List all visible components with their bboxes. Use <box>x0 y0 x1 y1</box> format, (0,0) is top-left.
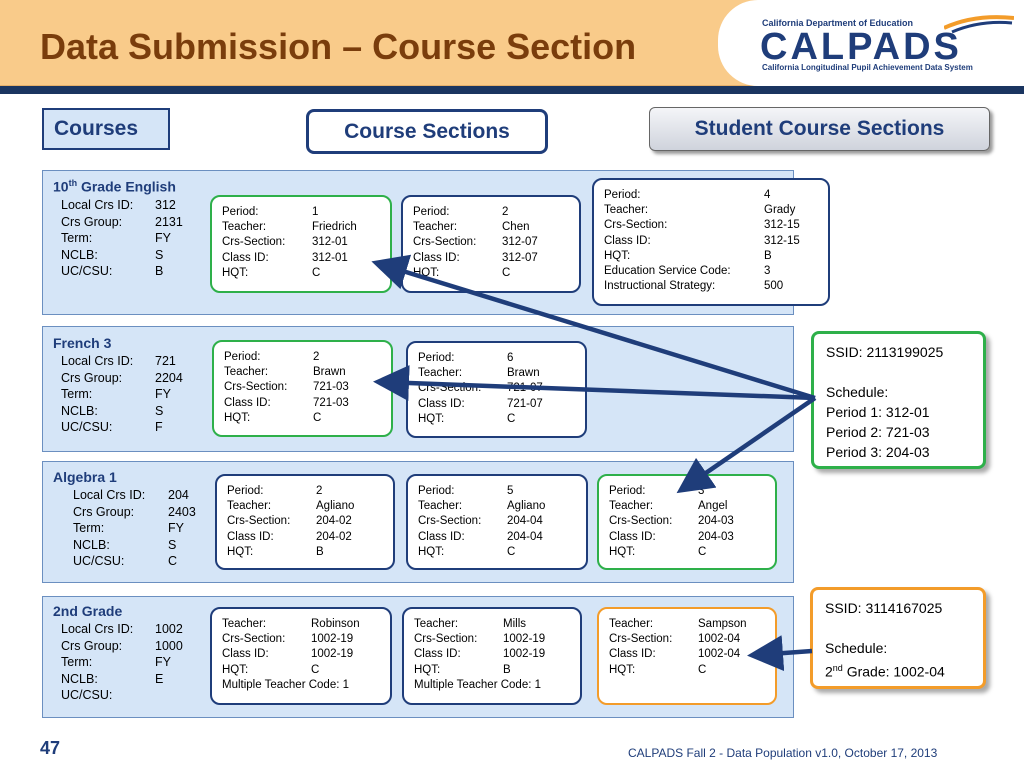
logo-dept-text: California Department of Education <box>762 18 914 28</box>
schedule-line: Period 1: 312-01 <box>826 404 930 420</box>
footer-text: CALPADS Fall 2 - Data Population v1.0, O… <box>628 746 938 760</box>
course-info: Local Crs ID:721 Crs Group:2204 Term:FY … <box>61 354 183 434</box>
course-title: French 3 <box>53 335 112 351</box>
courses-label: Courses <box>42 108 170 150</box>
section-card: Period:3 Teacher:Angel Crs-Section:204-0… <box>597 474 777 570</box>
student-course-sections-label: Student Course Sections <box>649 107 990 151</box>
calpads-logo <box>718 0 1024 86</box>
student-schedule-box: SSID: 2113199025 Schedule: Period 1: 312… <box>811 331 986 469</box>
course-info: Local Crs ID:1002 Crs Group:1000 Term:FY… <box>61 622 183 702</box>
section-card: Teacher:Robinson Crs-Section:1002-19 Cla… <box>210 607 392 705</box>
logo-subtitle: California Longitudinal Pupil Achievemen… <box>762 63 973 72</box>
header-divider <box>0 86 1024 94</box>
section-card: Period:5 Teacher:Agliano Crs-Section:204… <box>406 474 588 570</box>
schedule-line: Period 2: 721-03 <box>826 424 930 440</box>
course-title: 10th Grade English <box>53 178 176 195</box>
student-schedule-box: SSID: 3114167025 Schedule: 2nd Grade: 10… <box>810 587 986 689</box>
section-card: Period:2 Teacher:Brawn Crs-Section:721-0… <box>212 340 393 437</box>
course-info: Local Crs ID:204 Crs Group:2403 Term:FY … <box>73 488 196 568</box>
page-number: 47 <box>40 738 61 758</box>
course-info: Local Crs ID:312 Crs Group:2131 Term:FY … <box>61 198 183 278</box>
course-title: Algebra 1 <box>53 469 117 485</box>
schedule-label: Schedule: <box>826 384 889 400</box>
student-ssid: SSID: 3114167025 <box>825 600 943 616</box>
section-card: Period:6 Teacher:Brawn Crs-Section:721-0… <box>406 341 587 438</box>
student-ssid: SSID: 2113199025 <box>826 344 944 360</box>
section-card: Period:2 Teacher:Agliano Crs-Section:204… <box>215 474 395 570</box>
logo-swoosh-icon <box>944 15 1014 34</box>
course-sections-label: Course Sections <box>306 109 548 154</box>
page-title: Data Submission – Course Section <box>40 26 637 67</box>
section-card: Period:1 Teacher:Friedrich Crs-Section:3… <box>210 195 392 293</box>
section-card: Period:2 Teacher:Chen Crs-Section:312-07… <box>401 195 581 293</box>
schedule-label: Schedule: <box>825 640 888 656</box>
schedule-line: Period 3: 204-03 <box>826 444 930 460</box>
section-card: Teacher:Sampson Crs-Section:1002-04 Clas… <box>597 607 777 705</box>
section-card: Teacher:Mills Crs-Section:1002-19 Class … <box>402 607 582 705</box>
section-card: Period:4 Teacher:Grady Crs-Section:312-1… <box>592 178 830 306</box>
course-title: 2nd Grade <box>53 603 123 619</box>
schedule-line: 2nd Grade: 1002-04 <box>825 663 945 680</box>
logo-wordmark: CALPADS <box>760 26 962 68</box>
